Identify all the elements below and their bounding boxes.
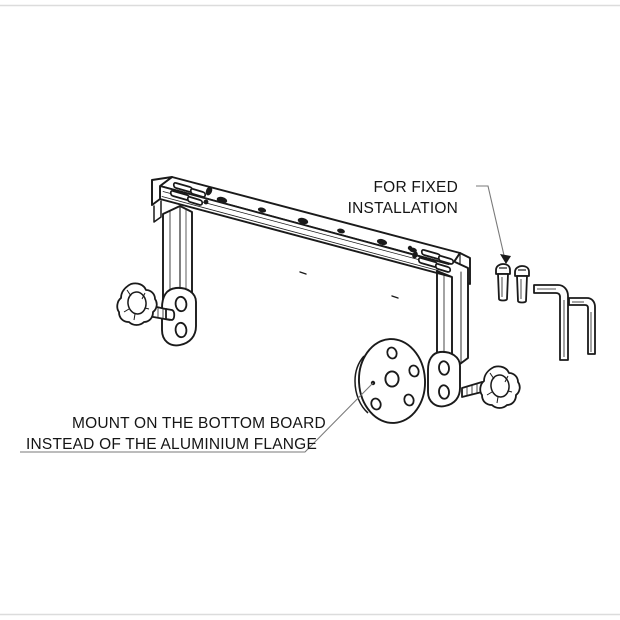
leader-fixed-installation xyxy=(476,185,507,265)
bracket-right-slots xyxy=(417,249,455,273)
bracket-left-arm xyxy=(161,205,197,347)
bracket-left-corner xyxy=(151,176,173,223)
round-mounting-plate xyxy=(354,338,426,424)
screw-2 xyxy=(514,265,530,304)
fixed-installation-line2: INSTALLATION xyxy=(348,200,458,217)
hex-allen-keys xyxy=(533,284,596,361)
bottom-board-line2: INSTEAD OF THE ALUMINIUM FLANGE xyxy=(26,436,317,453)
page-edge-rules xyxy=(0,4,620,616)
hex-key-large xyxy=(533,284,569,361)
mounting-bracket xyxy=(151,176,471,408)
bracket-left-slots xyxy=(169,182,207,206)
bracket-left-small-holes xyxy=(203,186,213,205)
callout-fixed-installation: FOR FIXED INSTALLATION xyxy=(348,179,458,217)
leader-arrowheads xyxy=(500,254,511,264)
callout-bottom-board: MOUNT ON THE BOTTOM BOARD INSTEAD OF THE… xyxy=(26,415,326,453)
screw-1 xyxy=(495,263,511,302)
hex-key-small xyxy=(568,297,596,355)
bracket-right-arm xyxy=(427,261,469,408)
left-star-knob xyxy=(116,282,176,326)
socket-head-screws xyxy=(495,263,530,304)
leader-lines xyxy=(20,185,507,453)
bracket-right-small-holes xyxy=(407,245,418,259)
fixed-installation-line1: FOR FIXED xyxy=(374,179,458,196)
leader-bottom-board xyxy=(20,382,374,453)
right-star-knob xyxy=(461,365,521,409)
bottom-board-line1: MOUNT ON THE BOTTOM BOARD xyxy=(72,415,326,432)
